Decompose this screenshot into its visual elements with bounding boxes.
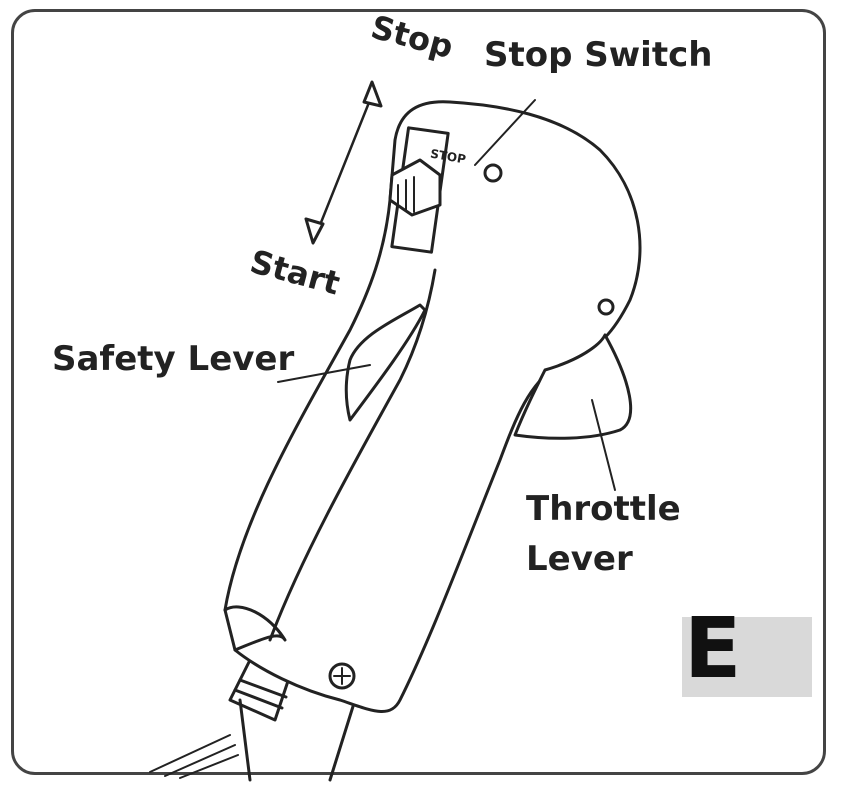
cables: [150, 735, 238, 778]
figure-badge-letter: E: [684, 606, 741, 690]
direction-arrow-head-down: [306, 219, 323, 243]
label-stop-direction: Stop: [367, 8, 457, 66]
screw-top: [485, 165, 501, 181]
direction-arrow-head-up: [364, 82, 381, 106]
label-safety-lever: Safety Lever: [52, 339, 294, 379]
collar-ring: [235, 680, 286, 708]
label-stop-switch: Stop Switch: [484, 35, 712, 75]
label-start-direction: Start: [246, 242, 344, 302]
direction-arrow-shaft: [318, 95, 372, 230]
screw-mid: [599, 300, 613, 314]
label-throttle-line2: Lever: [526, 539, 633, 579]
label-throttle-line1: Throttle: [526, 489, 681, 529]
